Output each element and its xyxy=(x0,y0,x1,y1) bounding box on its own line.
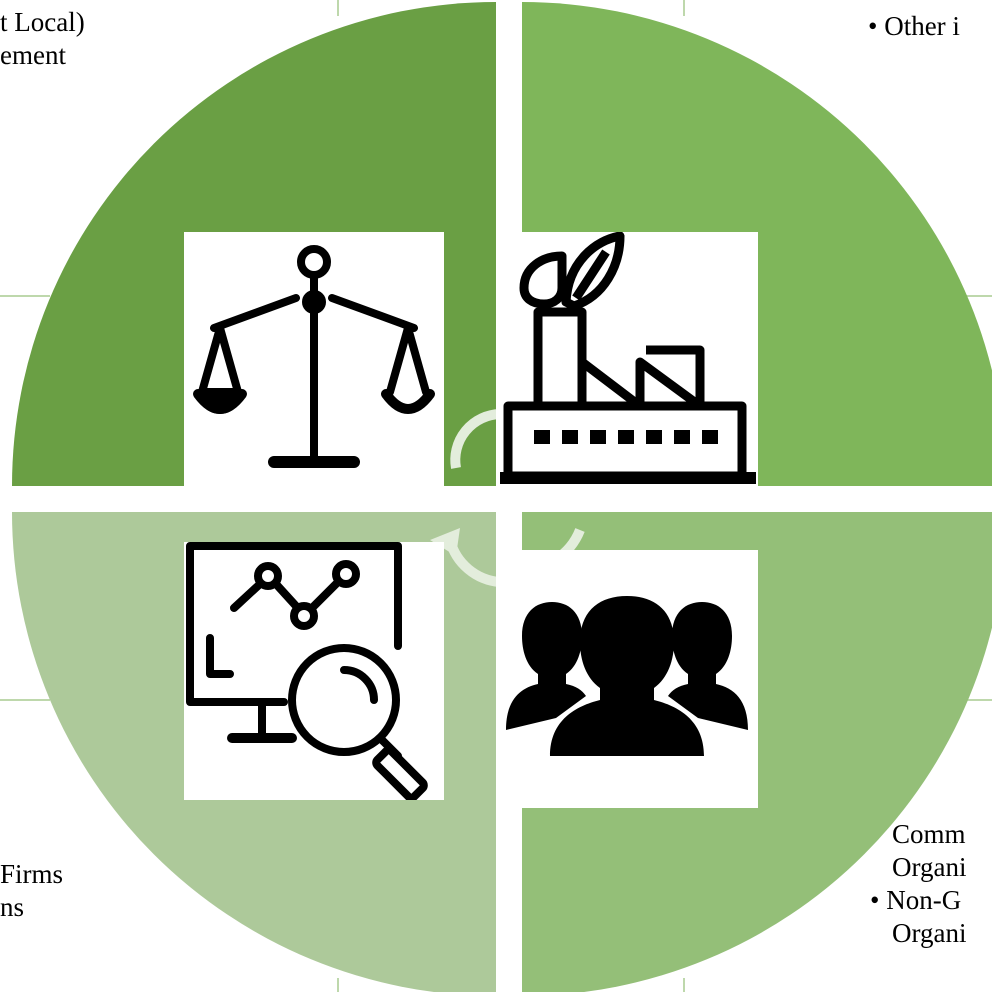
cycle-arrowhead-left xyxy=(430,528,460,556)
quadrant-top-right-text: • Other i xyxy=(868,10,992,43)
quadrant-bottom-right-line-4: Organi xyxy=(892,918,967,948)
quadrant-bottom-right-text: Comm Organi • Non-G Organi xyxy=(866,818,992,950)
eco-factory-icon xyxy=(496,232,758,490)
quadrant-top-left-text: t Local) ement xyxy=(0,6,132,72)
quadrant-bottom-left-line-1: Firms xyxy=(0,859,64,889)
quadrant-top-left-line-2: ement xyxy=(0,40,66,70)
quadrant-top-right-line-1: • Other i xyxy=(868,11,960,41)
quadrant-bottom-left-text: Firms ns xyxy=(0,858,120,924)
quadrant-bottom-right-line-3: • Non-G xyxy=(870,885,962,915)
people-group-icon xyxy=(496,550,758,808)
scales-of-justice-icon xyxy=(184,232,444,488)
quadrant-bottom-right-line-2: Organi xyxy=(892,852,967,882)
quadrant-bottom-right-line-1: Comm xyxy=(892,819,966,849)
quadrant-bottom-left-line-2: ns xyxy=(0,892,25,922)
analytics-monitor-magnifier-icon xyxy=(184,542,444,800)
quadrant-top-left-line-1: t Local) xyxy=(0,7,85,37)
cycle-arrow-top xyxy=(450,409,501,469)
